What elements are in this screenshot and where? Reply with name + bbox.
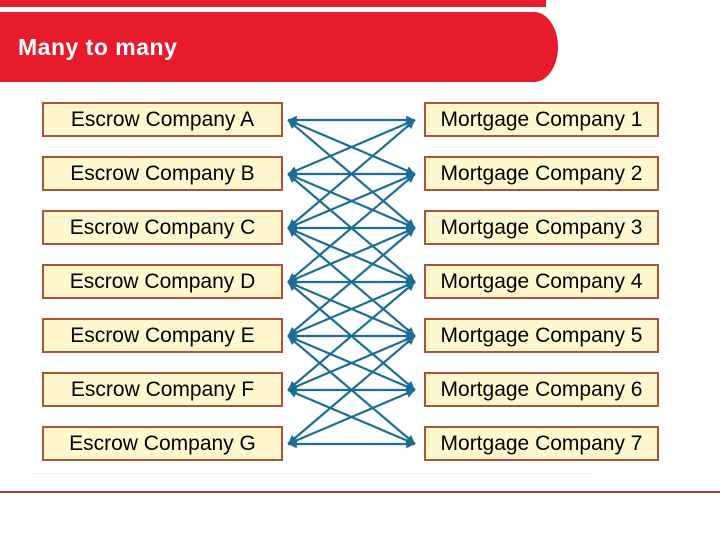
escrow-node: Escrow Company E: [42, 318, 283, 353]
escrow-node: Escrow Company G: [42, 426, 283, 461]
escrow-node: Escrow Company C: [42, 210, 283, 245]
mortgage-node: Mortgage Company 6: [424, 372, 659, 407]
mortgage-node: Mortgage Company 1: [424, 102, 659, 137]
bottom-divider-line: [0, 491, 720, 493]
mortgage-node: Mortgage Company 4: [424, 264, 659, 299]
mortgage-node: Mortgage Company 5: [424, 318, 659, 353]
mortgage-column: Mortgage Company 1 Mortgage Company 2 Mo…: [424, 102, 659, 461]
escrow-node: Escrow Company A: [42, 102, 283, 137]
mortgage-node: Mortgage Company 3: [424, 210, 659, 245]
mortgage-node: Mortgage Company 7: [424, 426, 659, 461]
escrow-node: Escrow Company D: [42, 264, 283, 299]
title-banner: Many to many: [0, 12, 558, 82]
escrow-node: Escrow Company F: [42, 372, 283, 407]
mortgage-node: Mortgage Company 2: [424, 156, 659, 191]
faint-shadow-line: [30, 473, 590, 474]
escrow-node: Escrow Company B: [42, 156, 283, 191]
slide-title: Many to many: [18, 33, 178, 60]
top-accent-strip: [0, 0, 546, 7]
escrow-column: Escrow Company A Escrow Company B Escrow…: [42, 102, 283, 461]
